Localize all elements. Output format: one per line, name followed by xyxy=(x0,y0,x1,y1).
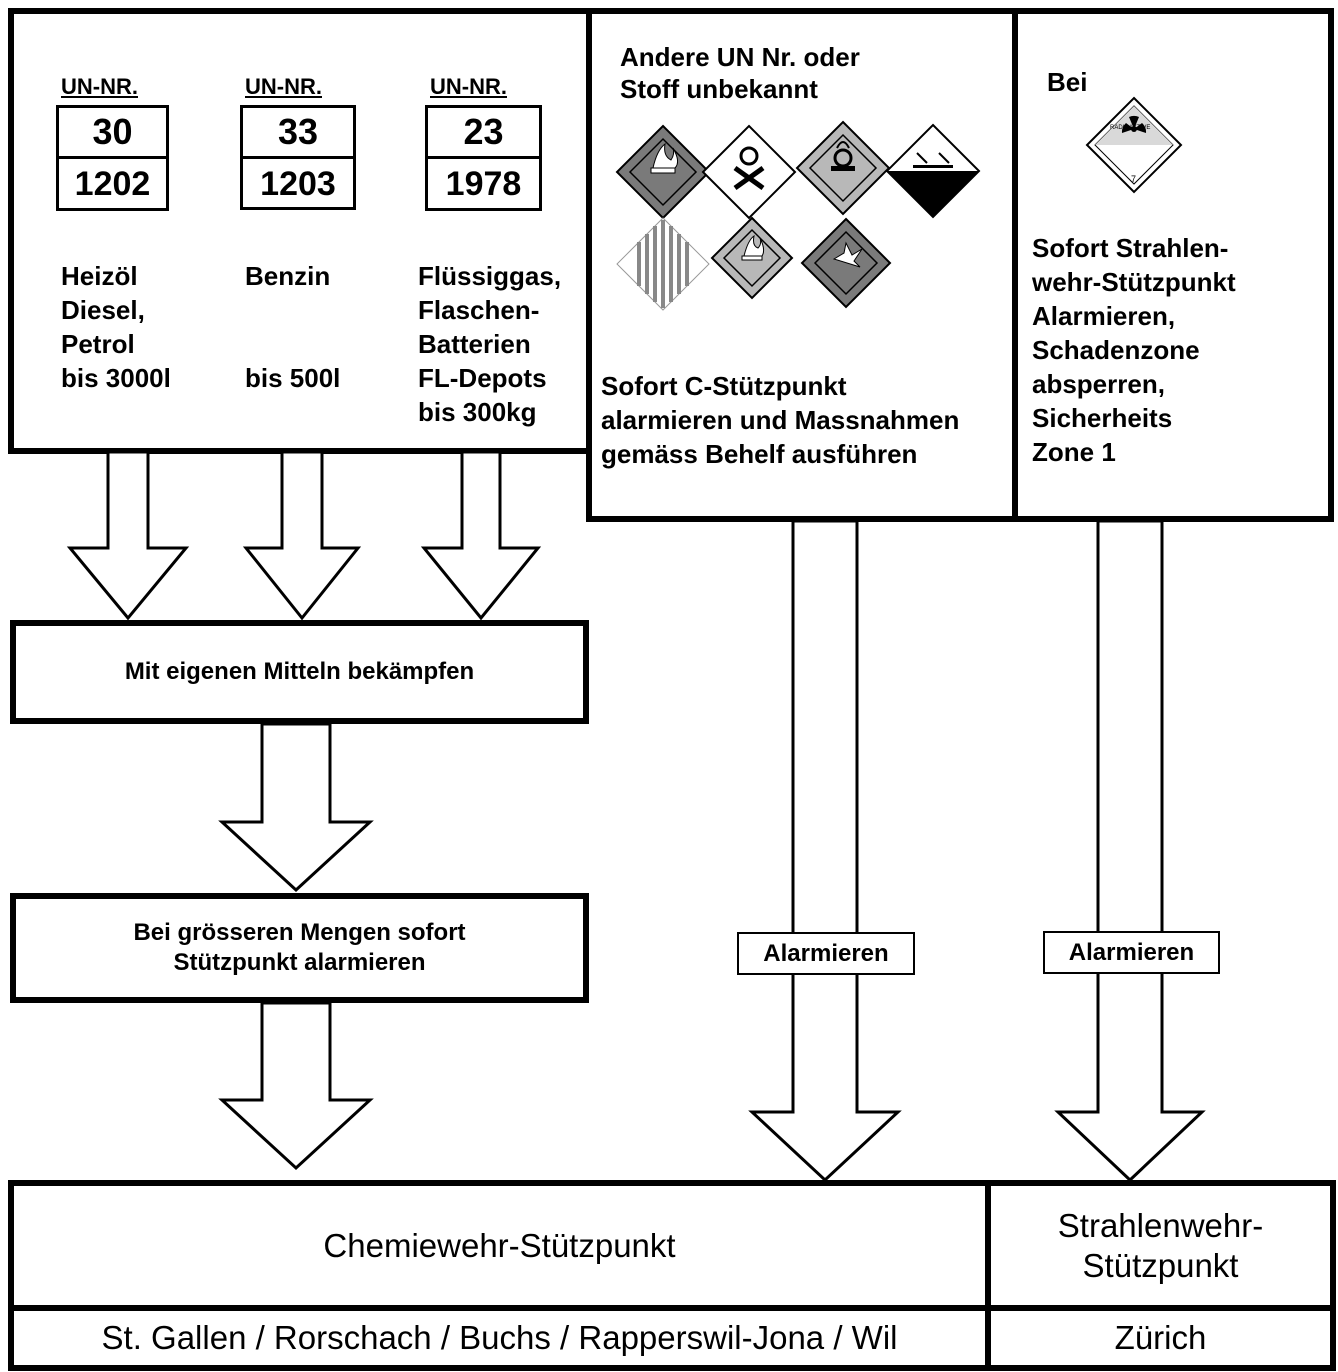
un-number-1: 1202 xyxy=(74,164,151,203)
hazard-number-3: 23 xyxy=(428,108,539,159)
radio-instruction-line: Schadenzone xyxy=(1032,335,1200,365)
substance-list-2: Benzin bis 500l xyxy=(245,259,340,395)
un-caption-3: UN-NR. xyxy=(430,74,507,99)
substance-line: Petrol xyxy=(61,329,135,359)
larger-quantities-line: Bei grösseren Mengen sofort xyxy=(133,919,466,946)
arrow-down-own-means xyxy=(218,722,374,893)
unknown-heading: Andere UN Nr. oder Stoff unbekannt xyxy=(620,41,860,105)
substance-list-1: Heizöl Diesel, Petrol bis 3000l xyxy=(61,259,171,395)
radio-sign-class: 7 xyxy=(1131,174,1137,184)
radio-heading: Bei xyxy=(1047,67,1088,97)
un-number-2: 1203 xyxy=(260,164,336,203)
corrosive-icon xyxy=(885,123,981,219)
radio-instruction-line: Sicherheits xyxy=(1032,403,1173,433)
substance-line: Benzin xyxy=(245,261,331,291)
substance-line: FL-Depots xyxy=(418,363,547,393)
own-means-frame xyxy=(10,620,589,724)
radioactive-icon xyxy=(1085,96,1183,194)
arrow-down-3 xyxy=(420,450,542,621)
hazard-number-2: 33 xyxy=(243,108,353,159)
radio-instruction-line: Sofort Strahlen- xyxy=(1032,233,1229,263)
substance-line xyxy=(245,293,340,327)
chem-header: Chemiewehr-Stützpunkt xyxy=(323,1226,676,1264)
un-caption-1: UN-NR. xyxy=(61,74,138,99)
arrow-down-2 xyxy=(242,450,362,621)
un-caption-2: UN-NR. xyxy=(245,74,322,99)
larger-quantities-frame xyxy=(10,893,589,1003)
substance-line: bis 500l xyxy=(245,363,341,393)
hazard-number-1: 30 xyxy=(59,108,166,159)
radio-header-line: Stützpunkt xyxy=(1082,1246,1239,1284)
arrows-un-panel xyxy=(66,450,542,621)
radio-location: Zürich xyxy=(1114,1319,1207,1356)
arrow-down-radio xyxy=(1054,519,1206,1183)
larger-quantities-text: Bei grösseren Mengen sofort Stützpunkt a… xyxy=(16,899,583,997)
arrow-down-larger xyxy=(218,1001,374,1171)
substance-line: bis 300kg xyxy=(418,397,537,427)
alarm-label-radio: Alarmieren xyxy=(1043,931,1220,974)
toxic-icon xyxy=(701,124,797,220)
misc-hazard-icon xyxy=(616,217,710,311)
radio-header: Strahlenwehr- Stützpunkt xyxy=(991,1186,1330,1305)
bottom-table-frame xyxy=(8,1180,1336,1371)
explosive-icon xyxy=(800,217,892,309)
substance-line xyxy=(245,327,340,361)
alarm-label-chem: Alarmieren xyxy=(737,932,915,975)
unknown-heading-line: Stoff unbekannt xyxy=(620,74,818,104)
un-plate-2: 33 1203 xyxy=(240,105,356,210)
radio-instruction: Sofort Strahlen- wehr-Stützpunkt Alarmie… xyxy=(1032,231,1236,469)
substance-line: Diesel, xyxy=(61,295,145,325)
substance-list-3: Flüssiggas, Flaschen- Batterien FL-Depot… xyxy=(418,259,561,429)
arrow-down-1 xyxy=(66,450,190,621)
radio-panel-frame xyxy=(1012,8,1334,522)
chem-locations: St. Gallen / Rorschach / Buchs / Rappers… xyxy=(101,1319,898,1356)
radio-instruction-line: wehr-Stützpunkt xyxy=(1032,267,1236,297)
unknown-heading-line: Andere UN Nr. oder xyxy=(620,42,860,72)
unknown-instruction-line: Sofort C-Stützpunkt xyxy=(601,371,847,401)
substance-line: Flüssiggas, xyxy=(418,261,562,291)
flammable-icon xyxy=(615,124,711,220)
oxidizer-icon xyxy=(795,120,891,216)
un-plate-1: 30 1202 xyxy=(56,105,169,211)
arrow-down-chem xyxy=(748,519,902,1183)
flammable-gas-icon xyxy=(710,216,794,300)
substance-line: Heizöl xyxy=(61,261,138,291)
unknown-instruction-line: gemäss Behelf ausführen xyxy=(601,439,918,469)
un-number-3: 1978 xyxy=(445,164,522,203)
own-means-text: Mit eigenen Mitteln bekämpfen xyxy=(124,658,475,685)
substance-line: bis 3000l xyxy=(61,363,171,393)
radio-header-line: Strahlenwehr- xyxy=(1057,1206,1264,1244)
radio-instruction-line: absperren, xyxy=(1032,369,1165,399)
hazard-icons xyxy=(615,96,1183,311)
radio-instruction-line: Alarmieren, xyxy=(1032,301,1176,331)
radio-sign-label: RADIOAKTIVE xyxy=(1110,125,1151,131)
substance-line: Flaschen- xyxy=(418,295,540,325)
unknown-instruction: Sofort C-Stützpunkt alarmieren und Massn… xyxy=(601,369,959,471)
un-plate-3: 23 1978 xyxy=(425,105,542,211)
substance-line: Batterien xyxy=(418,329,531,359)
radio-instruction-line: Zone 1 xyxy=(1032,437,1116,467)
unknown-instruction-line: alarmieren und Massnahmen xyxy=(601,405,960,435)
larger-quantities-line: Stützpunkt alarmieren xyxy=(173,949,426,976)
